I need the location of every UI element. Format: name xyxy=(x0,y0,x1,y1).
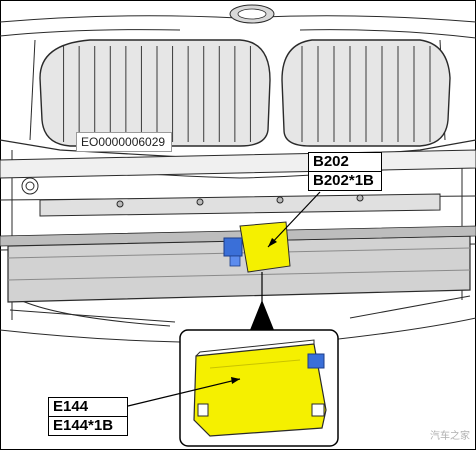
component-e144-label: E144 xyxy=(48,397,128,417)
watermark: 汽车之家 xyxy=(430,431,470,442)
left-kidney-grille xyxy=(39,39,271,147)
arrow-pointer-icon xyxy=(127,378,241,407)
arrow-pointer-icon xyxy=(268,238,277,247)
component-b202-connector-label: B202*1B xyxy=(308,171,382,191)
document-id-label: EO0000006029 xyxy=(76,132,172,152)
detail-pointer-triangle-icon xyxy=(250,300,274,330)
sensor-e144-detail xyxy=(193,339,327,437)
brand-logo-icon xyxy=(229,4,275,24)
arrow-pointer-icon xyxy=(231,377,240,384)
radiator-panel xyxy=(0,225,476,303)
sensor-b202 xyxy=(223,221,291,273)
component-b202-label: B202 xyxy=(308,152,382,172)
arrow-pointer-icon xyxy=(267,191,321,248)
right-kidney-grille xyxy=(281,39,451,147)
component-e144-connector-label: E144*1B xyxy=(48,416,128,436)
connector-icon xyxy=(223,237,243,257)
